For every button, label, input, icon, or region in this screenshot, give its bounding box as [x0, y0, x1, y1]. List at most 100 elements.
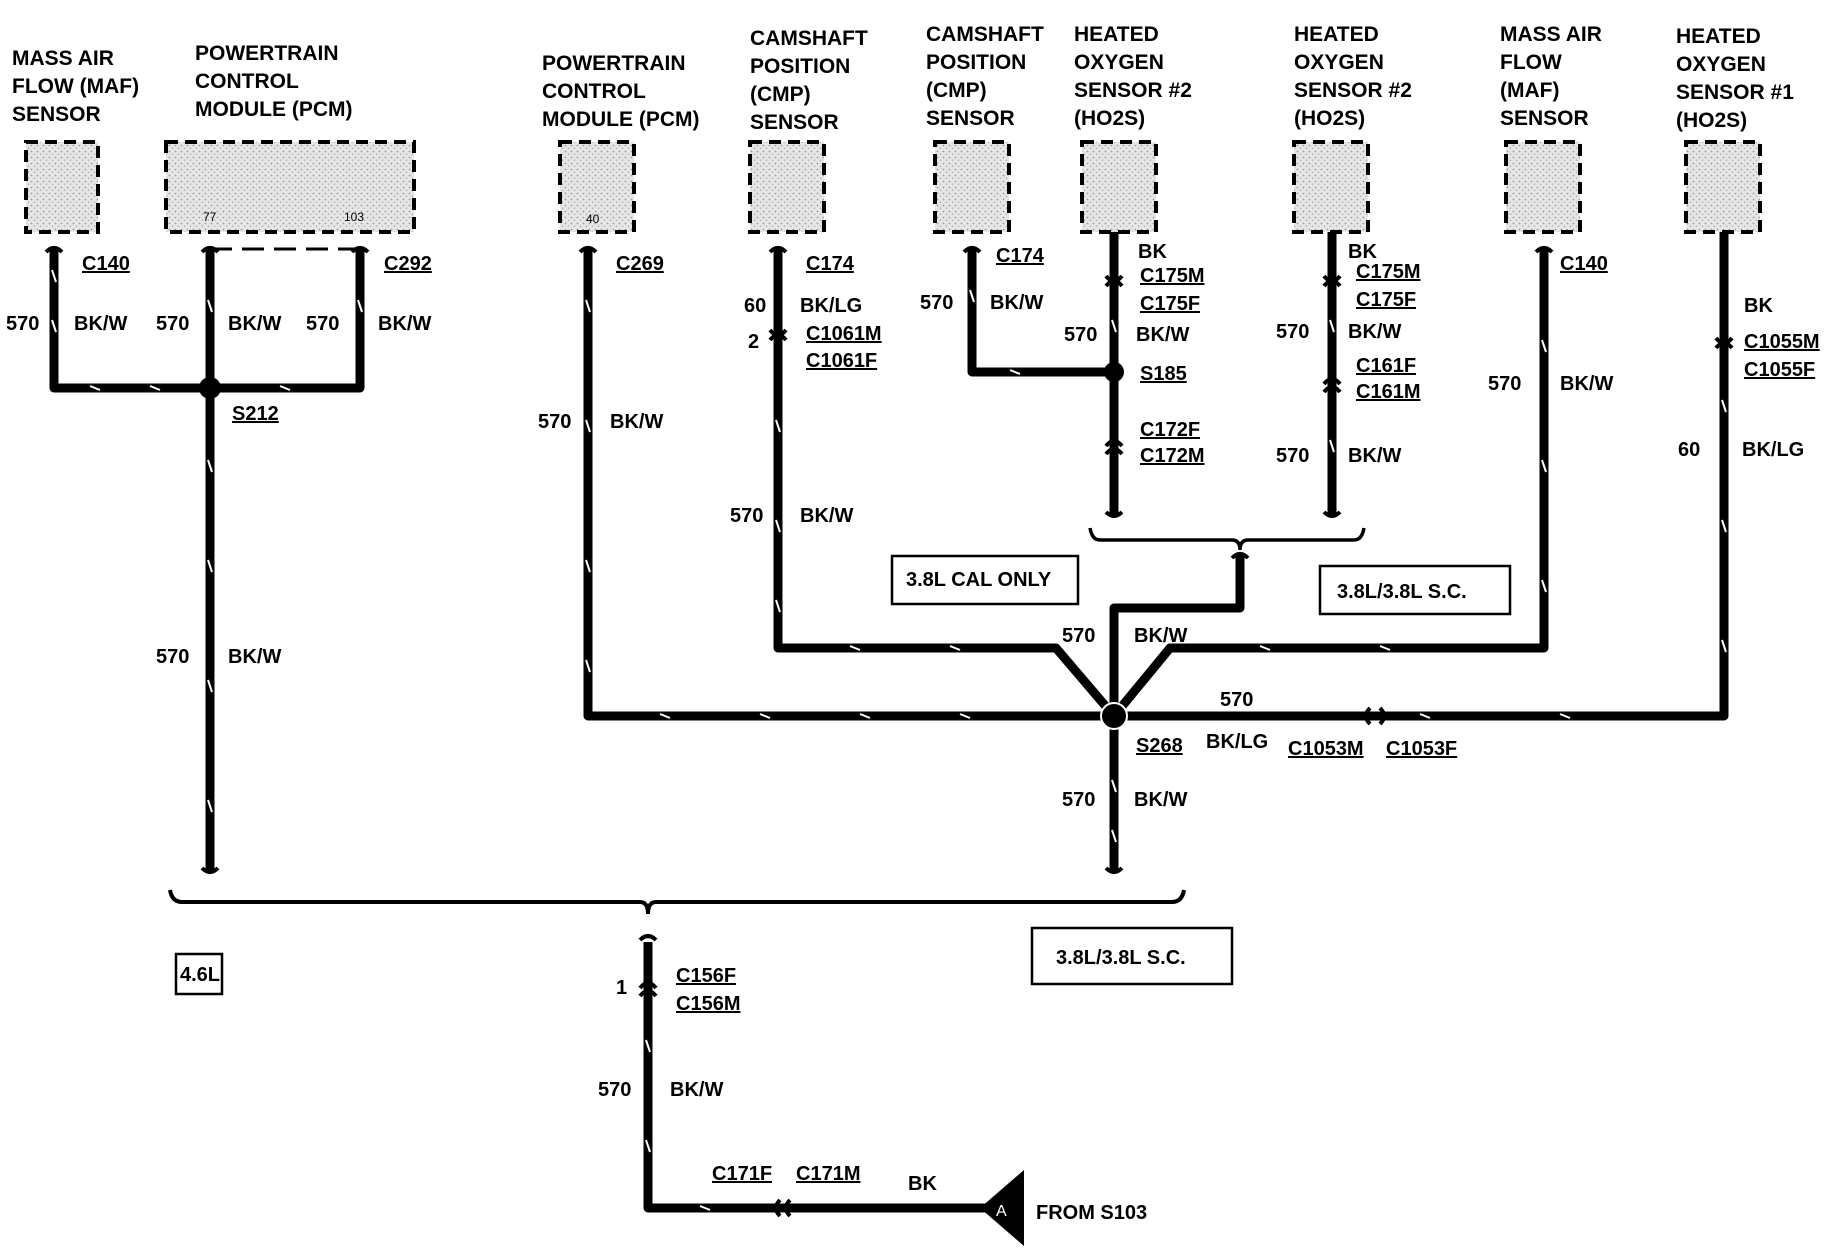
svg-text:BK/W: BK/W [1134, 789, 1187, 811]
connector-c161m: C161M [1356, 381, 1420, 403]
connector-c174-b: C174 [996, 245, 1045, 267]
svg-text:570: 570 [1062, 625, 1095, 647]
svg-text:BK/W: BK/W [670, 1079, 723, 1101]
svg-text:MASS AIR: MASS AIR [1500, 23, 1602, 46]
connector-c171m: C171M [796, 1163, 860, 1185]
connector-c140-left: C140 [82, 253, 130, 275]
svg-text:BK/LG: BK/LG [1206, 731, 1268, 753]
svg-text:BK/W: BK/W [228, 313, 281, 335]
wire-tick-marks [51, 269, 1727, 1211]
svg-text:BK/W: BK/W [1560, 373, 1613, 395]
note-cal-only: 3.8L CAL ONLY [906, 569, 1052, 591]
ho2s-sensor-b [1292, 140, 1370, 234]
svg-text:570: 570 [730, 505, 763, 527]
connector-c175f-a: C175F [1140, 293, 1200, 315]
svg-text:570: 570 [538, 411, 571, 433]
connector-c1055f: C1055F [1744, 359, 1815, 381]
source-letter: A [996, 1203, 1007, 1220]
svg-text:BK: BK [908, 1173, 937, 1195]
connector-c175f-b: C175F [1356, 289, 1416, 311]
pcm-middle [558, 140, 636, 234]
svg-text:570: 570 [1488, 373, 1521, 395]
ho2s-a-title: HEATED OXYGEN SENSOR #2 (HO2S) [1074, 23, 1192, 130]
svg-text:SENSOR: SENSOR [926, 107, 1015, 130]
svg-text:60: 60 [744, 295, 766, 317]
splice-label-s212: S212 [232, 403, 279, 425]
svg-text:HEATED: HEATED [1676, 25, 1761, 48]
note-box-sc-lower [1030, 926, 1234, 986]
svg-text:BK/W: BK/W [610, 411, 663, 433]
wire-ground-main [643, 942, 800, 1213]
connector-c1055m: C1055M [1744, 331, 1820, 353]
wire-ho2s-c [1114, 232, 1729, 721]
bracket-lower [168, 889, 1186, 915]
svg-text:570: 570 [156, 313, 189, 335]
note-box-cal-only [890, 554, 1080, 606]
svg-text:BK: BK [1348, 241, 1377, 263]
svg-text:BK/W: BK/W [228, 646, 281, 668]
pcm-pin-103: 103 [344, 210, 364, 224]
svg-text:SENSOR #2: SENSOR #2 [1074, 79, 1192, 102]
connector-c172f: C172F [1140, 419, 1200, 441]
maf-sensor-left [24, 140, 100, 234]
svg-text:570: 570 [920, 292, 953, 314]
wire-pcm-40 [583, 250, 1114, 721]
connector-c175m-b: C175M [1356, 261, 1420, 283]
pcm-pin-40: 40 [586, 212, 600, 226]
svg-text:OXYGEN: OXYGEN [1294, 51, 1384, 74]
svg-text:570: 570 [1276, 321, 1309, 343]
svg-text:BK/W: BK/W [1136, 324, 1189, 346]
svg-text:570: 570 [1062, 789, 1095, 811]
wire-cal-branch [1109, 556, 1245, 716]
note-sc-lower: 3.8L/3.8L S.C. [1056, 947, 1186, 969]
note-sc-upper: 3.8L/3.8L S.C. [1337, 581, 1467, 603]
svg-text:(CMP): (CMP) [750, 83, 811, 106]
svg-text:2: 2 [748, 331, 759, 353]
svg-text:(HO2S): (HO2S) [1676, 109, 1747, 132]
maf-right-title: MASS AIR FLOW (MAF) SENSOR [1500, 23, 1602, 130]
cmp-sensor-2 [933, 140, 1011, 234]
svg-text:BK/W: BK/W [1134, 625, 1187, 647]
svg-text:BK: BK [1744, 295, 1773, 317]
maf-sensor-right [1504, 140, 1582, 234]
maf-left-title: MASS AIR FLOW (MAF) SENSOR [12, 47, 139, 126]
connector-c172m: C172M [1140, 445, 1204, 467]
cmp2-title: CAMSHAFT POSITION (CMP) SENSOR [926, 23, 1044, 130]
svg-text:BK/W: BK/W [800, 505, 853, 527]
svg-text:CAMSHAFT: CAMSHAFT [750, 27, 868, 50]
svg-text:SENSOR: SENSOR [1500, 107, 1589, 130]
ho2s-sensor-a [1080, 140, 1158, 234]
note-4-6l: 4.6L [180, 964, 220, 986]
connector-c156m: C156M [676, 993, 740, 1015]
ho2s-c-title: HEATED OXYGEN SENSOR #1 (HO2S) [1676, 25, 1794, 132]
svg-text:CAMSHAFT: CAMSHAFT [926, 23, 1044, 46]
wire-cmp1 [773, 250, 1118, 719]
svg-text:OXYGEN: OXYGEN [1676, 53, 1766, 76]
svg-text:SENSOR: SENSOR [750, 111, 839, 134]
source-text: FROM S103 [1036, 1202, 1147, 1224]
pcm-left [164, 140, 416, 234]
svg-text:570: 570 [1064, 324, 1097, 346]
connector-c161f: C161F [1356, 355, 1416, 377]
svg-text:POSITION: POSITION [926, 51, 1026, 74]
ho2s-b-title: HEATED OXYGEN SENSOR #2 (HO2S) [1294, 23, 1412, 130]
svg-text:POWERTRAIN: POWERTRAIN [195, 42, 339, 65]
pcm-middle-title: POWERTRAIN CONTROL MODULE (PCM) [542, 52, 699, 131]
ho2s-sensor-c [1684, 140, 1762, 234]
splice-label-s268: S268 [1136, 735, 1183, 757]
wire-labels: 570 BK/W 570 BK/W 570 BK/W 570 BK/W 570 … [6, 241, 1804, 1195]
connector-c292: C292 [384, 253, 432, 275]
svg-text:570: 570 [306, 313, 339, 335]
svg-text:(MAF): (MAF) [1500, 79, 1559, 102]
pcm-pin-77: 77 [203, 210, 217, 224]
pcm-left-title: POWERTRAIN CONTROL MODULE (PCM) [195, 42, 352, 121]
svg-text:OXYGEN: OXYGEN [1074, 51, 1164, 74]
cmp-sensor-1 [748, 140, 826, 234]
svg-text:MODULE (PCM): MODULE (PCM) [195, 98, 352, 121]
svg-text:BK/LG: BK/LG [800, 295, 862, 317]
source-triangle [980, 1170, 1024, 1246]
svg-text:BK/W: BK/W [990, 292, 1043, 314]
connector-c1061f: C1061F [806, 350, 877, 372]
svg-text:60: 60 [1678, 439, 1700, 461]
